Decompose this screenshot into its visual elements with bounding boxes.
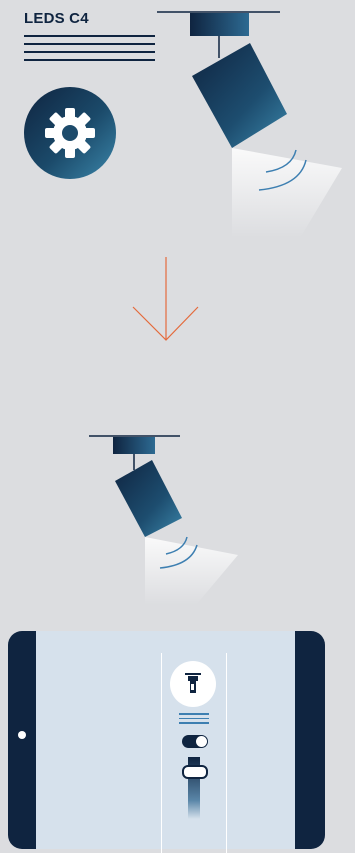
text-line: [179, 713, 209, 715]
toggle-knob: [196, 736, 207, 747]
lamp-app-button[interactable]: [170, 661, 216, 707]
power-toggle[interactable]: [182, 735, 208, 748]
lamp-icon: [170, 661, 216, 707]
track-mount: [113, 437, 155, 454]
spotlight-large: [157, 12, 342, 238]
arrow-down-icon: [133, 257, 198, 340]
slider-thumb[interactable]: [182, 765, 208, 779]
spotlight-small: [89, 436, 238, 605]
light-beam: [232, 148, 342, 238]
light-beam: [145, 537, 238, 605]
app-menu-lines: [179, 713, 209, 727]
tablet-screen: [36, 631, 295, 849]
text-line: [179, 722, 209, 724]
track-mount: [190, 13, 249, 36]
tablet-camera: [18, 731, 26, 739]
tablet-device: [8, 631, 325, 849]
app-control-panel: [161, 653, 227, 853]
spotlight-body: [192, 43, 287, 148]
text-line: [179, 718, 209, 720]
spotlight-body: [115, 460, 182, 537]
